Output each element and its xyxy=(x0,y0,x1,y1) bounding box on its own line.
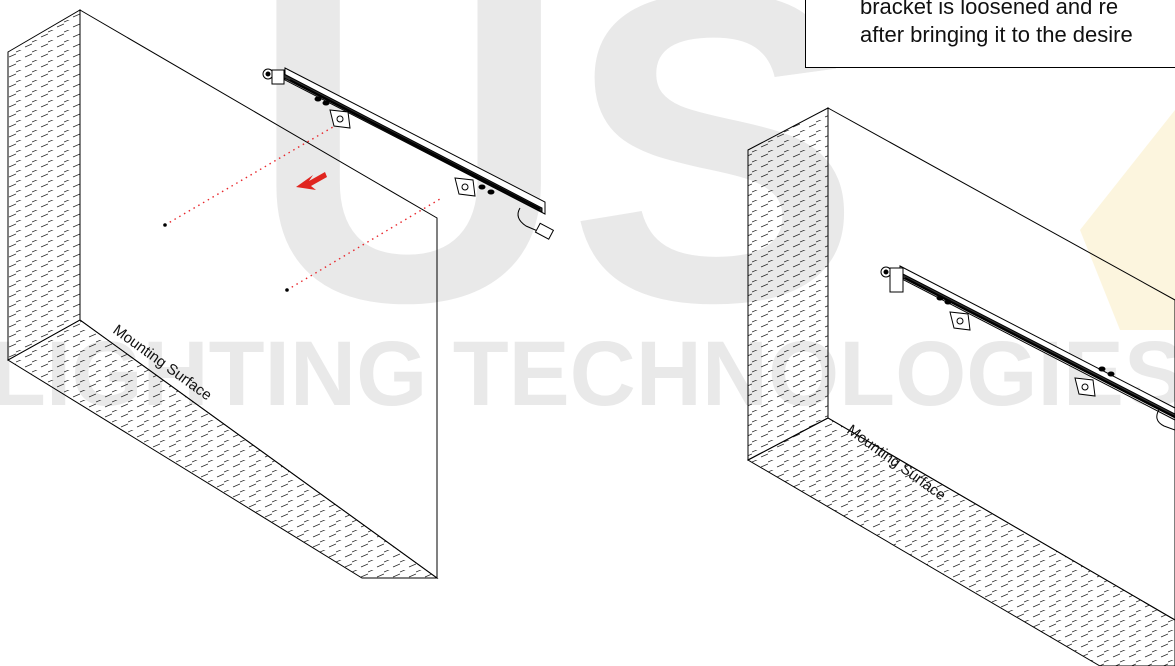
guide-line xyxy=(286,198,441,291)
instruction-line-1: bracket is loosened and re xyxy=(860,0,1119,19)
wall-front-face xyxy=(79,9,438,579)
bolt-icon xyxy=(880,266,904,293)
direction-arrow-icon xyxy=(296,172,327,190)
bolt-icon xyxy=(262,68,285,85)
right-panel xyxy=(746,107,1175,666)
wall-bottom-face xyxy=(746,417,1175,666)
drill-point xyxy=(285,288,289,292)
light-bar-right xyxy=(880,265,1175,431)
drill-point xyxy=(163,223,167,227)
wall-side-face xyxy=(7,9,81,361)
connector-icon xyxy=(517,207,555,240)
wall-side-face xyxy=(747,107,829,461)
left-panel xyxy=(7,9,441,579)
wall-front-face xyxy=(827,107,1175,621)
light-bar-left xyxy=(262,67,555,240)
instruction-line-2: after bringing it to the desire xyxy=(860,22,1133,47)
instruction-note: bracket is loosened and re after bringin… xyxy=(805,0,1175,68)
connector-icon xyxy=(1156,407,1175,431)
watermark-accent xyxy=(1080,110,1175,330)
